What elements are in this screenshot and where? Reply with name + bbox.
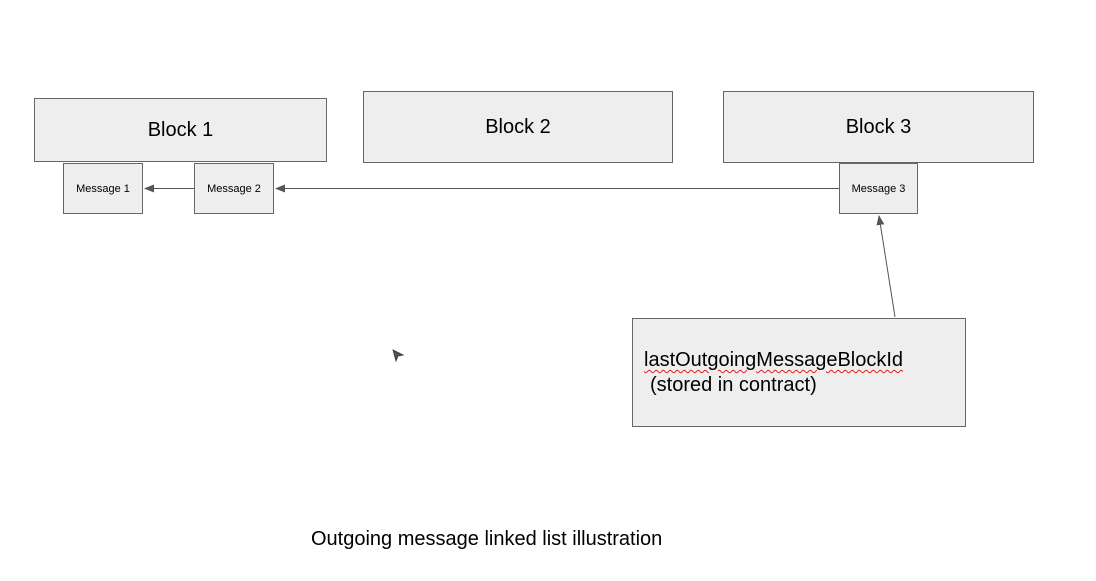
last-outgoing-message-pointer-box: lastOutgoingMessageBlockId (stored in co… [632, 318, 966, 427]
message-2: Message 2 [194, 163, 274, 214]
mouse-cursor-icon [392, 349, 404, 363]
message-3-label: Message 3 [851, 182, 906, 195]
message-3: Message 3 [839, 163, 918, 214]
message-1-label: Message 1 [76, 182, 130, 195]
block-2: Block 2 [363, 91, 673, 163]
block-3: Block 3 [723, 91, 1034, 163]
pointer-variable-name: lastOutgoingMessageBlockId [644, 349, 904, 371]
block-3-label: Block 3 [845, 115, 912, 138]
block-1-label: Block 1 [147, 118, 214, 141]
message-1: Message 1 [63, 163, 143, 214]
block-1: Block 1 [34, 98, 327, 162]
message-2-label: Message 2 [207, 182, 261, 195]
block-2-label: Block 2 [485, 115, 551, 138]
pointer-storage-note: (stored in contract) [650, 374, 817, 396]
diagram-caption: Outgoing message linked list illustratio… [311, 528, 663, 550]
arrow-pointer-to-message3 [876, 215, 896, 318]
